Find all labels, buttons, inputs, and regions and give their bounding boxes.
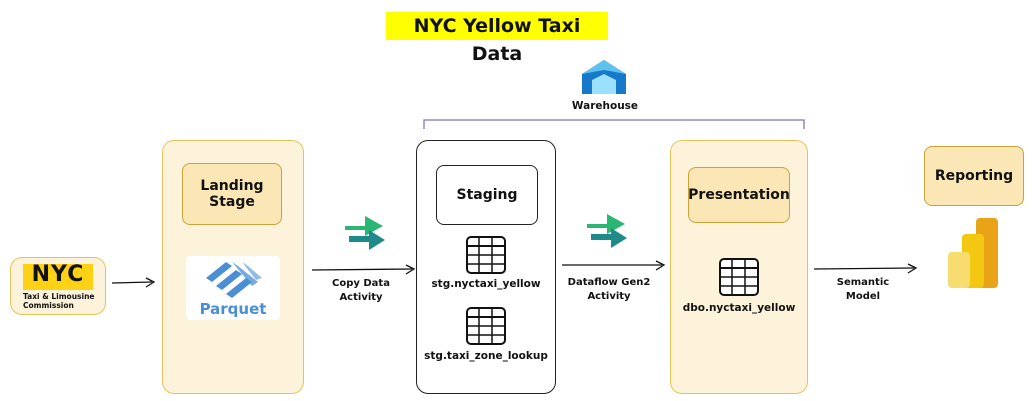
copy-data-caption: Copy Data Activity — [318, 277, 404, 305]
parquet-label: Parquet — [199, 300, 267, 318]
landing-stage-title: Landing Stage — [182, 163, 282, 225]
copy-data-line1: Copy Data — [332, 278, 390, 289]
reporting-title: Reporting — [924, 146, 1024, 206]
dataflow-pipeline-icon — [587, 214, 627, 248]
semantic-model-caption: Semantic Model — [828, 276, 898, 304]
nyc-logo-text: NYC — [31, 262, 85, 287]
arrow-presentation-to-reporting — [813, 263, 918, 274]
arrow-landing-to-staging — [311, 264, 416, 275]
staging-table-2: stg.taxi_zone_lookup — [424, 350, 548, 362]
parquet-logo: Parquet — [186, 256, 280, 320]
copy-data-line2: Activity — [339, 292, 383, 303]
landing-title-line2: Stage — [209, 194, 255, 210]
table-icon — [719, 258, 759, 296]
landing-title-line1: Landing — [200, 178, 264, 194]
staging-title: Staging — [436, 165, 538, 225]
staging-table-1: stg.nyctaxi_yellow — [431, 278, 541, 290]
warehouse-scope-bracket — [423, 119, 805, 129]
semantic-line1: Semantic — [836, 277, 890, 288]
dataflow-line1: Dataflow Gen2 — [567, 277, 651, 288]
table-icon — [466, 236, 506, 274]
dataflow-line2: Activity — [587, 291, 631, 302]
copy-data-pipeline-icon — [345, 216, 385, 250]
presentation-title: Presentation — [688, 167, 790, 223]
arrow-staging-to-presentation — [562, 260, 666, 271]
semantic-line2: Model — [845, 291, 881, 302]
arrow-source-to-landing — [111, 277, 156, 288]
page-title: NYC Yellow Taxi Data — [386, 12, 608, 65]
table-icon — [466, 307, 506, 345]
dataflow-caption: Dataflow Gen2 Activity — [560, 276, 658, 304]
tlc-line1: Taxi & Limousine — [23, 292, 95, 301]
presentation-table-1: dbo.nyctaxi_yellow — [682, 302, 796, 314]
nyc-tlc-source: NYC Taxi & Limousine Commission — [10, 257, 106, 315]
tlc-line2: Commission — [23, 301, 74, 310]
parquet-icon — [206, 262, 262, 298]
warehouse-label: Warehouse — [571, 100, 639, 112]
fabric-warehouse-icon — [582, 60, 626, 94]
nyc-logo-icon — [23, 264, 93, 290]
power-bi-icon — [948, 218, 998, 288]
